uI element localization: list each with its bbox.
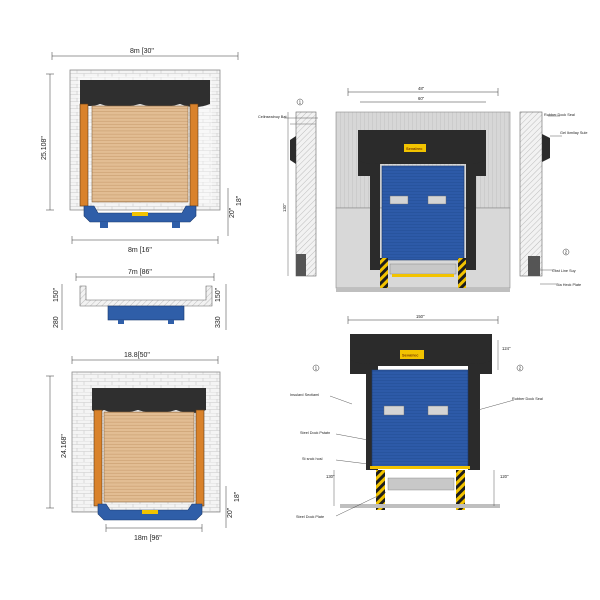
marker-2-bottom-text: 2 <box>519 365 522 370</box>
elevation-top-right: Cellnsealnuy Bat 1 130" 48" 60" Sevalrec… <box>258 86 587 292</box>
label-cost-line: Cost Line Suy <box>552 269 576 273</box>
marker-2-top <box>562 248 570 256</box>
top-left-dim-18: 18" <box>236 195 243 206</box>
plan-left-outer-dim: 280 <box>53 316 60 328</box>
label-right-second: Gel Ikmllay Sule <box>560 131 587 135</box>
marker-2-bottom <box>516 364 524 372</box>
door-window-right <box>427 195 447 205</box>
marker-1-top <box>296 98 304 106</box>
top-right-left-height: 130" <box>282 203 287 212</box>
bottom-left-height-dim: 24.168" <box>61 434 68 458</box>
label-steel-dock-pstatn: Steel Dock Pstatn <box>300 431 330 435</box>
right-side-pad-2 <box>195 409 205 507</box>
elevation-bottom-right: 150" 1 2 124" Sevalrec Insulard Sectiaml… <box>290 314 543 519</box>
plan-wall-section <box>79 285 213 307</box>
bottom-left-bottom-dim: 18m [96" <box>134 535 162 542</box>
front-view-top-left: 8m [30" 25.108" 8m [16" 20" 18" <box>41 48 243 254</box>
marker-1-bottom <box>312 364 320 372</box>
bottom-right-right-dim: 120" <box>500 474 509 479</box>
label-insulated-section: Insulard Sectiaml <box>290 393 319 397</box>
label-steel-dock-plate: Steel Dock Plate <box>296 515 324 519</box>
bottom-right-logo-text: Sevalrec <box>402 353 419 358</box>
left-side-pad-2 <box>93 409 103 507</box>
bottom-right-top-dim: 150" <box>416 314 425 319</box>
bumper-right-2 <box>456 470 465 510</box>
canopy-hood <box>80 80 210 107</box>
roller-door-2 <box>103 411 195 503</box>
right-section-wall <box>519 111 543 277</box>
plan-width-dim: 7m [86" <box>128 269 152 276</box>
right-side-pad <box>189 103 199 207</box>
label-left-top: Cellnsealnuy Bat <box>258 115 287 119</box>
steel-dock-plate-2 <box>387 477 455 491</box>
label-stock-hosl: St snck hosl <box>302 457 323 461</box>
bumper-right <box>458 258 466 292</box>
label-sta-heck: Sta Heck Plate <box>556 283 581 287</box>
canopy-hood-2 <box>92 388 206 413</box>
door-window-left <box>389 195 409 205</box>
bottom-right-logo-plate <box>400 350 424 359</box>
top-right-logo-plate <box>404 144 426 152</box>
bottom-left-dim-18: 18" <box>234 491 241 502</box>
roller-door <box>91 105 189 203</box>
insulated-door-blue <box>381 165 465 261</box>
bumper-left-2 <box>376 470 385 510</box>
steel-dock-plate <box>389 263 457 275</box>
marker-2-top-text: 2 <box>565 249 568 254</box>
top-right-dim-inner: 60" <box>418 96 425 101</box>
door-window-left-2 <box>383 405 405 416</box>
top-left-width-dim: 8m [30" <box>130 48 154 55</box>
door-window-right-2 <box>427 405 449 416</box>
plan-left-inner-dim: 150" <box>53 287 60 302</box>
plan-dock-leveler <box>107 305 185 321</box>
insulated-door-blue-2 <box>371 369 469 469</box>
marker-1-bottom-text: 1 <box>315 365 318 370</box>
plan-view-mid-left: 7m [86" 150" 280 150" 330 <box>53 269 227 330</box>
left-side-pad <box>79 103 89 207</box>
bumper-left <box>380 258 388 292</box>
top-left-bottom-dim: 8m [16" <box>128 247 152 254</box>
top-right-dim-outer: 48" <box>418 86 425 91</box>
plan-right-outer-dim: 330 <box>215 316 222 328</box>
marker-1-top-text: 1 <box>299 99 302 104</box>
top-left-dim-20: 20" <box>229 207 236 218</box>
front-view-bottom-left: 18.8[50" 24.168" 18m [96" 20" 18" <box>46 352 241 542</box>
bottom-right-small-dim: 124" <box>502 346 511 351</box>
bottom-left-dim-20: 20" <box>227 507 234 518</box>
label-rubber-dock-seal-top: Rubber Dock Seal <box>544 113 575 117</box>
label-rubber-dock-seal-bottom: Rubber Dock Seal <box>512 397 543 401</box>
plan-right-inner-dim: 150" <box>215 287 222 302</box>
bottom-right-left-dim: 130" <box>326 474 335 479</box>
bottom-left-width-dim: 18.8[50" <box>124 352 150 359</box>
top-left-height-dim: 25.108" <box>41 136 48 160</box>
left-section-wall <box>295 111 317 277</box>
top-right-logo-text: Sevalrec <box>406 146 423 151</box>
